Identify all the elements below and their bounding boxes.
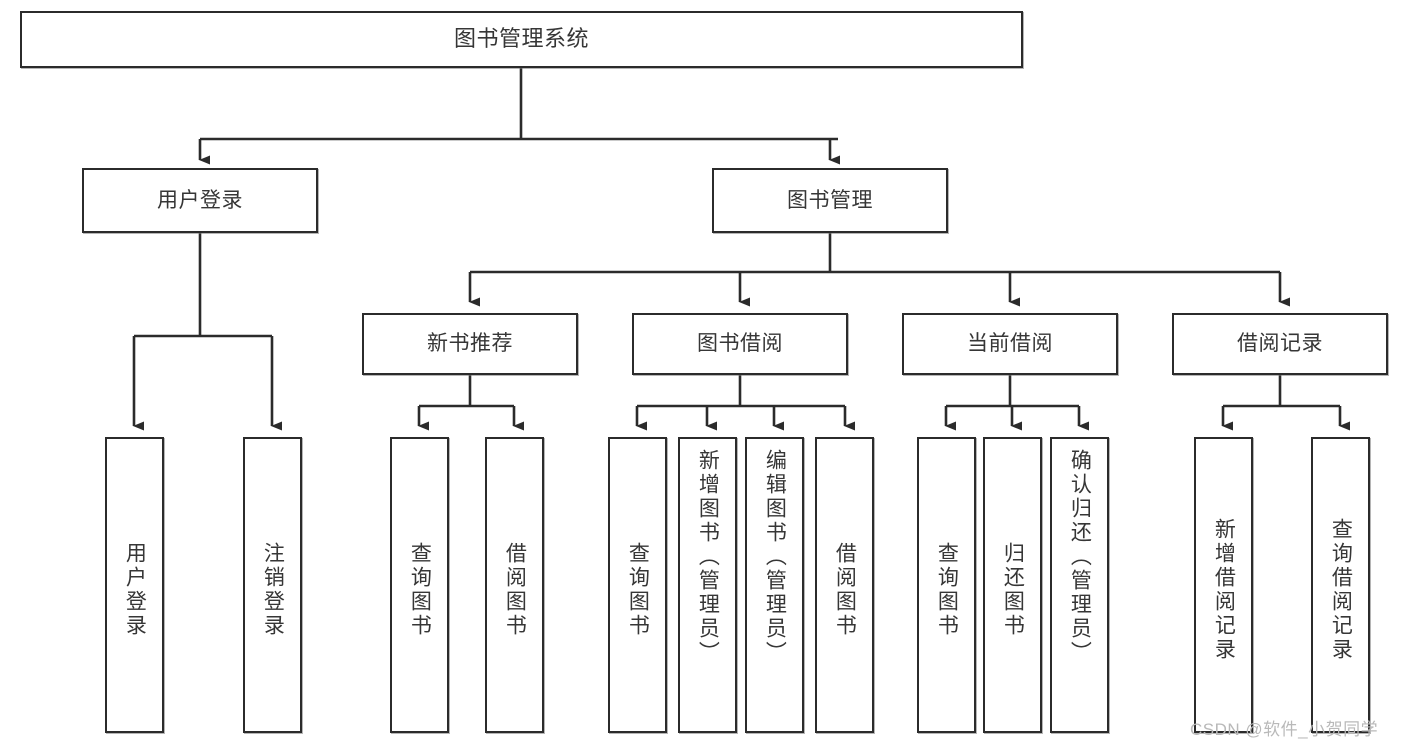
leaf-user-login[interactable]: 用户登录	[105, 437, 164, 733]
leaf-borrow-book-label: 借阅图书	[833, 542, 857, 638]
leaf-query-book-borrow-label: 查询图书	[626, 542, 650, 638]
leaf-query-book-recommend[interactable]: 查询图书	[390, 437, 449, 733]
watermark: CSDN @软件_小贺同学	[1190, 720, 1379, 739]
leaf-query-book-current[interactable]: 查询图书	[917, 437, 976, 733]
leaf-return-book-label: 归还图书	[1001, 542, 1025, 638]
leaf-query-borrow-record[interactable]: 查询借阅记录	[1311, 437, 1370, 733]
node-borrow-record-label: 借阅记录	[1237, 332, 1323, 356]
leaf-query-book-current-label: 查询图书	[935, 542, 959, 638]
node-root[interactable]: 图书管理系统	[20, 11, 1023, 68]
leaf-edit-book-admin[interactable]: 编辑图书（管理员）	[745, 437, 804, 733]
leaf-query-borrow-record-label: 查询借阅记录	[1329, 518, 1353, 662]
node-user-login-label: 用户登录	[157, 188, 243, 212]
leaf-confirm-return-admin[interactable]: 确认归还（管理员）	[1050, 437, 1109, 733]
leaf-logout-login-label: 注销登录	[261, 542, 285, 638]
leaf-add-borrow-record[interactable]: 新增借阅记录	[1194, 437, 1253, 733]
leaf-user-login-label: 用户登录	[123, 542, 147, 638]
node-new-book-recommend-label: 新书推荐	[427, 332, 513, 356]
node-book-borrow[interactable]: 图书借阅	[632, 313, 848, 375]
node-user-login[interactable]: 用户登录	[82, 168, 318, 233]
leaf-query-book-borrow[interactable]: 查询图书	[608, 437, 667, 733]
leaf-return-book[interactable]: 归还图书	[983, 437, 1042, 733]
node-book-management[interactable]: 图书管理	[712, 168, 948, 233]
node-current-borrow-label: 当前借阅	[967, 332, 1053, 356]
node-new-book-recommend[interactable]: 新书推荐	[362, 313, 578, 375]
node-borrow-record[interactable]: 借阅记录	[1172, 313, 1388, 375]
leaf-add-borrow-record-label: 新增借阅记录	[1212, 518, 1236, 662]
leaf-borrow-book-recommend[interactable]: 借阅图书	[485, 437, 544, 733]
leaf-add-book-admin-label: 新增图书（管理员）	[696, 449, 720, 665]
node-book-management-label: 图书管理	[787, 188, 873, 212]
node-current-borrow[interactable]: 当前借阅	[902, 313, 1118, 375]
leaf-logout-login[interactable]: 注销登录	[243, 437, 302, 733]
leaf-edit-book-admin-label: 编辑图书（管理员）	[763, 449, 787, 665]
leaf-query-book-recommend-label: 查询图书	[408, 542, 432, 638]
leaf-borrow-book-recommend-label: 借阅图书	[503, 542, 527, 638]
node-root-label: 图书管理系统	[453, 26, 589, 52]
leaf-add-book-admin[interactable]: 新增图书（管理员）	[678, 437, 737, 733]
leaf-borrow-book[interactable]: 借阅图书	[815, 437, 874, 733]
node-book-borrow-label: 图书借阅	[697, 332, 783, 356]
leaf-confirm-return-admin-label: 确认归还（管理员）	[1068, 449, 1092, 665]
